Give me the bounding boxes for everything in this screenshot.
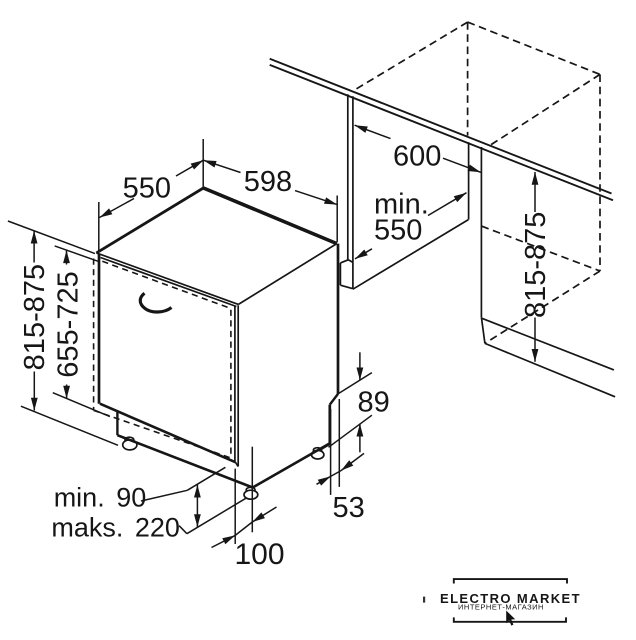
svg-text:100: 100 (235, 538, 285, 571)
svg-text:ИНТЕРНЕТ-МАГАЗИН: ИНТЕРНЕТ-МАГАЗИН (458, 603, 544, 612)
svg-text:550: 550 (374, 215, 422, 247)
svg-text:550: 550 (123, 173, 171, 205)
svg-text:89: 89 (358, 387, 390, 419)
svg-text:maks. 220: maks. 220 (51, 512, 180, 542)
svg-text:min.: min. (374, 189, 429, 221)
svg-text:min. 90: min. 90 (54, 483, 147, 513)
svg-text:815-875: 815-875 (19, 264, 51, 370)
svg-text:815-875: 815-875 (520, 212, 552, 318)
svg-text:655-725: 655-725 (53, 271, 85, 377)
svg-text:598: 598 (244, 166, 292, 198)
svg-text:ELECTRO MARKET: ELECTRO MARKET (440, 591, 581, 606)
svg-text:53: 53 (333, 492, 365, 524)
svg-text:600: 600 (393, 141, 441, 173)
